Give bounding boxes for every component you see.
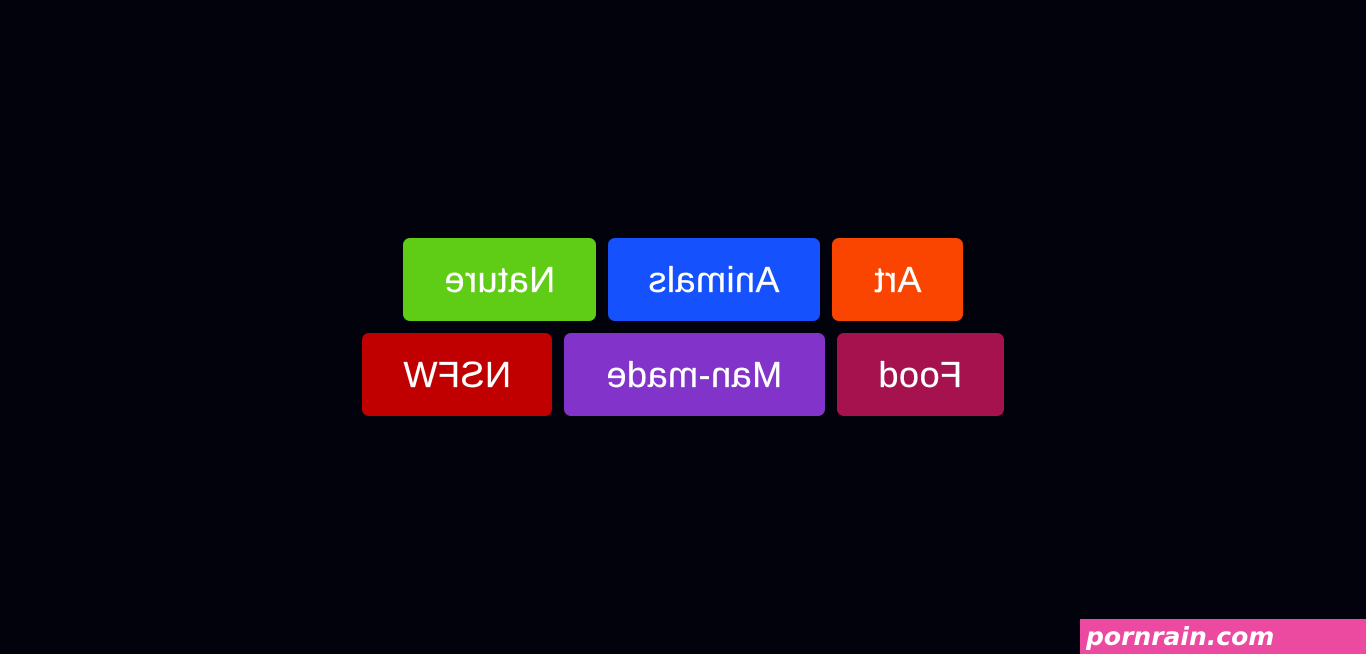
category-button-food[interactable]: Food [837,333,1004,416]
category-label-art: Art [873,258,922,300]
category-label-nature: Nature [443,258,556,300]
category-label-food: Food [878,353,963,395]
category-label-nsfw: NSFW [403,353,511,395]
category-label-animals: Animals [648,258,780,300]
category-label-man-made: Man-made [606,353,783,395]
category-button-man-made[interactable]: Man-made [564,333,825,416]
category-button-nsfw[interactable]: NSFW [362,333,552,416]
category-button-nature[interactable]: Nature [403,238,596,321]
category-button-animals[interactable]: Animals [608,238,820,321]
category-button-art[interactable]: Art [832,238,963,321]
watermark: pornrain.com [1080,619,1366,654]
